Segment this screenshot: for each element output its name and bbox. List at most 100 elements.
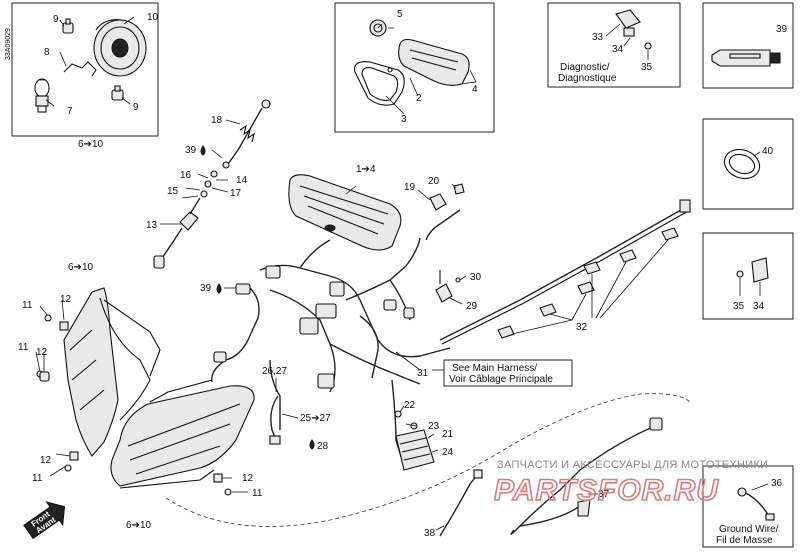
callout-12: 12	[60, 294, 72, 305]
callout-39: 39	[200, 283, 212, 294]
nut-part[interactable]	[59, 321, 69, 331]
relay-part[interactable]	[429, 183, 465, 211]
regulator-part[interactable]	[394, 410, 435, 471]
callout-39: 39	[185, 145, 197, 156]
callout-16: 16	[180, 170, 192, 181]
range-6-10: 6➔10	[68, 262, 94, 273]
box-bracket: 35 34	[702, 232, 794, 320]
callout-19: 19	[404, 182, 416, 193]
callout-34: 34	[612, 44, 624, 55]
callout-11: 11	[18, 342, 29, 353]
callout-11: 11	[22, 300, 33, 311]
drop-icon	[216, 283, 222, 294]
callout-38: 38	[424, 528, 436, 539]
clip-part[interactable]	[63, 61, 97, 77]
socket-part-top[interactable]	[62, 18, 74, 34]
screw-part[interactable]	[44, 314, 52, 322]
extension-harness[interactable]	[439, 199, 691, 345]
callout-11: 11	[32, 473, 43, 484]
callout-35: 35	[733, 301, 745, 312]
harness-note-en: See Main Harness/	[452, 363, 537, 374]
nut-part[interactable]	[69, 451, 79, 461]
callout-35: 35	[641, 62, 653, 73]
callout-9: 9	[53, 14, 59, 25]
callout-13: 13	[146, 220, 158, 231]
callout-10: 10	[147, 12, 159, 23]
gauge-part[interactable]	[369, 19, 387, 37]
nut-part[interactable]	[39, 371, 50, 382]
connector-clips[interactable]	[497, 227, 679, 339]
drop-icon	[200, 145, 206, 156]
callout-18: 18	[211, 115, 223, 126]
callout-30: 30	[470, 272, 482, 283]
callout-12: 12	[242, 473, 254, 484]
callout-3: 3	[401, 114, 407, 125]
callout-7: 7	[67, 106, 73, 117]
drop-icon	[309, 439, 315, 450]
tube-icon[interactable]	[711, 49, 781, 67]
callout-5: 5	[397, 9, 403, 20]
box-diagnostic: 33 34 35 Diagnostic/ Diagnostique	[547, 2, 681, 88]
range-1-4: 1➔4	[356, 164, 376, 175]
box-grommet: 40	[702, 118, 794, 210]
callout-22: 22	[404, 400, 416, 411]
callout-34: 34	[753, 301, 765, 312]
ground-cable-assembly[interactable]	[439, 417, 663, 537]
callout-32: 32	[576, 322, 588, 333]
callout-17: 17	[230, 188, 242, 199]
callout-12: 12	[40, 455, 52, 466]
instrument-cluster-part[interactable]	[288, 174, 402, 251]
callout-31: 31	[417, 368, 429, 379]
reflector-part[interactable]	[93, 19, 147, 77]
callout-26-27: 26,27	[262, 366, 287, 377]
callout-9: 9	[133, 102, 139, 113]
callout-14: 14	[236, 175, 248, 186]
callout-23: 23	[428, 421, 440, 432]
headlight-right[interactable]	[110, 379, 255, 489]
callout-37: 37	[598, 489, 610, 500]
callout-4: 4	[472, 84, 478, 95]
range-6-10: 6➔10	[78, 139, 104, 150]
ground-label-fr: Fil de Masse	[716, 535, 773, 546]
range-6-10: 6➔10	[126, 520, 152, 531]
figure-id: 33A09029	[5, 28, 12, 60]
harness-note-fr: Voir Câblage Principale	[449, 374, 553, 385]
ground-label-en: Ground Wire/	[719, 524, 779, 535]
diagnostic-connector-part[interactable]	[615, 9, 652, 50]
bracket-part[interactable]	[736, 257, 769, 283]
callout-28: 28	[317, 441, 329, 452]
routing-line	[165, 393, 691, 527]
screw-part[interactable]	[64, 464, 72, 472]
callout-24: 24	[442, 447, 454, 458]
callout-33: 33	[592, 32, 604, 43]
front-arrow-icon: Front Avant	[23, 501, 66, 540]
harness-note	[443, 359, 573, 387]
grommet-icon[interactable]	[720, 145, 763, 184]
sensor-part[interactable]	[269, 395, 281, 445]
box-gauge: 5 2 4 3	[334, 2, 495, 133]
callout-15: 15	[167, 186, 179, 197]
diagnostic-label-en: Diagnostic/	[560, 62, 610, 73]
speed-cable-assembly[interactable]	[153, 99, 271, 269]
callout-40: 40	[762, 146, 774, 157]
switch-part[interactable]	[435, 270, 461, 303]
callout-8: 8	[44, 47, 50, 58]
bezel-part[interactable]	[354, 61, 405, 106]
callout-21: 21	[442, 429, 454, 440]
callout-36: 36	[771, 478, 783, 489]
screw-part[interactable]	[224, 488, 232, 496]
nut-part[interactable]	[213, 473, 223, 483]
watermark-tagline: ЗАПЧАСТИ И АКСЕССУАРЫ ДЛЯ МОТОТЕХНИКИ	[497, 459, 768, 471]
callout-25-27: 25➔27	[300, 413, 331, 424]
box-grease: 39	[702, 2, 794, 89]
main-harness[interactable]	[211, 209, 461, 461]
callout-2: 2	[416, 93, 422, 104]
lens-part[interactable]	[398, 38, 470, 86]
box-headlight-kit: 9 10 8 7 9	[11, 2, 159, 137]
callout-20: 20	[428, 176, 440, 187]
socket-part-bottom[interactable]	[111, 85, 124, 101]
callout-12: 12	[36, 347, 48, 358]
callout-29: 29	[466, 301, 478, 312]
headlight-left[interactable]	[63, 287, 161, 457]
